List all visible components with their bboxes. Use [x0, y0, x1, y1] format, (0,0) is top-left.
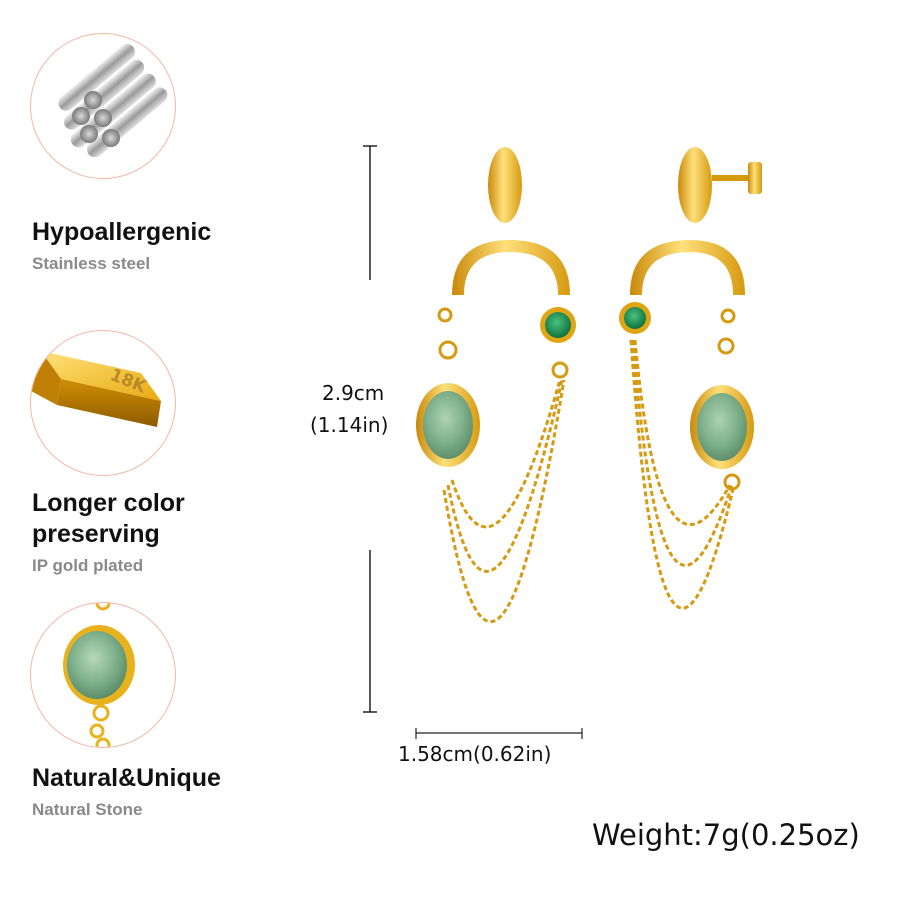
green-stone-icon: [63, 603, 135, 747]
feature-title-natural: Natural&Unique: [32, 764, 221, 792]
height-in-label: (1.14in): [310, 413, 389, 437]
earrings-product-image: [416, 147, 762, 624]
left-earring: [416, 147, 576, 624]
feature-circle-steel: [30, 33, 176, 179]
feature-circle-stone: [30, 602, 176, 748]
width-dimension-line: [415, 728, 583, 739]
feature-subtitle-steel: Stainless steel: [32, 254, 151, 273]
feature-title-hypoallergenic: Hypoallergenic: [32, 218, 212, 246]
right-earring: [619, 147, 762, 610]
weight-label: Weight:7g(0.25oz): [592, 818, 860, 852]
gold-bar-icon: 18K: [31, 351, 161, 427]
feature-circle-gold: 18K: [30, 330, 176, 476]
feature-subtitle-gold: IP gold plated: [32, 556, 144, 575]
height-dimension-line: [363, 145, 377, 713]
feature-subtitle-stone: Natural Stone: [32, 800, 143, 819]
width-label: 1.58cm(0.62in): [398, 742, 552, 766]
steel-rods-icon: [58, 44, 168, 158]
height-cm-label: 2.9cm: [322, 381, 385, 405]
